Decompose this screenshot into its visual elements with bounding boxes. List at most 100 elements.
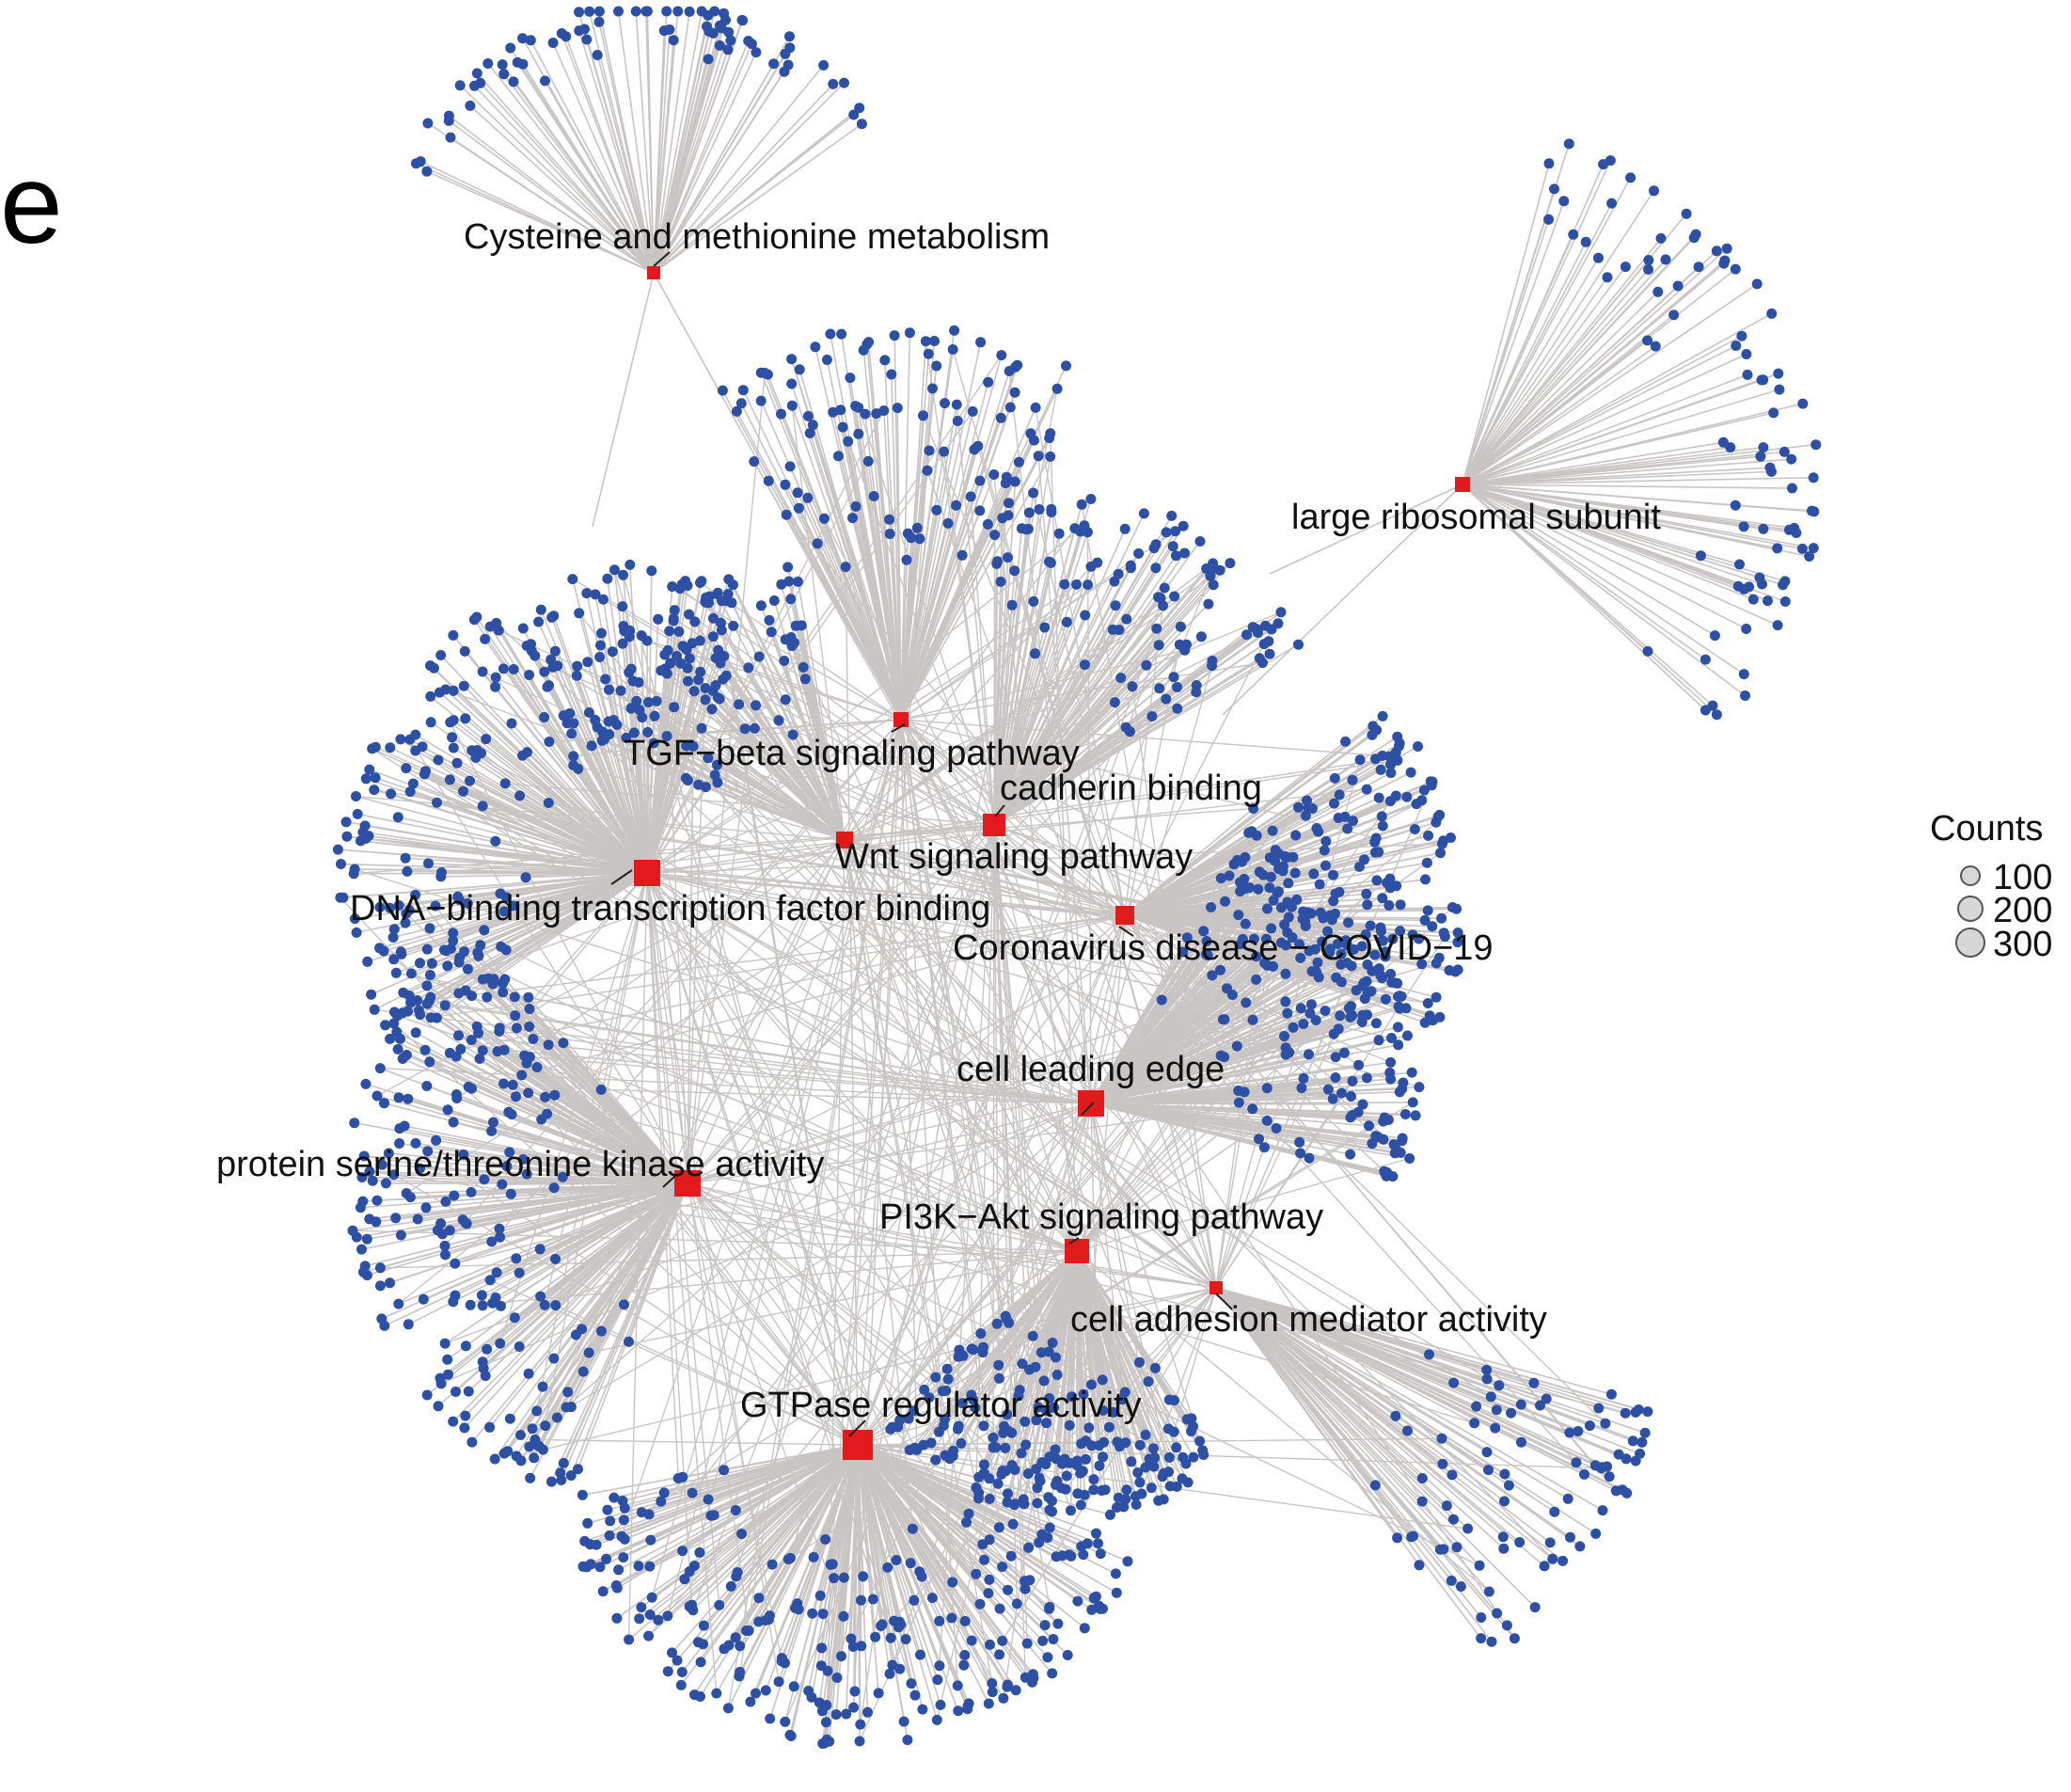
gene-node: [1571, 1457, 1582, 1468]
gene-node: [369, 1004, 380, 1015]
edge: [353, 1229, 1078, 1252]
gene-node: [617, 638, 628, 649]
gene-node: [684, 609, 695, 620]
gene-node: [458, 1149, 469, 1160]
gene-node: [449, 1190, 460, 1201]
edge: [1090, 1102, 1170, 1472]
gene-node: [1179, 547, 1191, 559]
edge: [692, 824, 995, 1610]
gene-node: [1134, 1477, 1146, 1488]
gene-node: [784, 42, 796, 54]
edge: [376, 1182, 688, 1201]
gene-node: [550, 1253, 561, 1264]
gene-node: [984, 1574, 995, 1585]
gene-node: [1253, 883, 1264, 895]
gene-node: [1481, 1364, 1493, 1375]
term-label-cell-leading-edge: cell leading edge: [956, 1050, 1225, 1089]
gene-node: [1235, 886, 1246, 897]
gene-node: [1360, 929, 1371, 940]
gene-node: [942, 517, 954, 529]
gene-node: [1153, 640, 1164, 651]
gene-node: [664, 626, 675, 637]
gene-node: [1004, 1317, 1015, 1328]
edge: [1462, 484, 1793, 489]
gene-node: [364, 1213, 375, 1225]
gene-node: [785, 594, 797, 605]
network-edges: [338, 10, 1816, 1744]
gene-node: [1166, 510, 1178, 521]
gene-node: [684, 653, 695, 664]
gene-node: [1742, 369, 1753, 380]
gene-node: [444, 774, 455, 785]
gene-node: [714, 649, 725, 659]
gene-node: [482, 991, 493, 1003]
gene-node: [624, 559, 636, 570]
gene-node: [394, 1138, 405, 1149]
gene-node: [403, 1093, 414, 1104]
gene-node: [939, 446, 950, 457]
gene-node: [498, 663, 509, 674]
edge: [471, 750, 648, 874]
edge: [653, 82, 846, 274]
gene-node: [1419, 914, 1431, 926]
gene-node: [441, 945, 451, 957]
edge: [857, 1444, 1050, 1499]
edge: [598, 10, 655, 274]
edge: [521, 1074, 688, 1184]
gene-node: [658, 1487, 670, 1499]
gene-node: [1297, 913, 1308, 925]
gene-node: [1294, 939, 1305, 950]
gene-node: [425, 660, 435, 672]
edge: [426, 985, 688, 1184]
edge: [653, 40, 732, 274]
edge: [844, 839, 1209, 957]
gene-node: [1066, 1505, 1076, 1516]
gene-node: [448, 742, 459, 753]
gene-node: [1313, 826, 1324, 837]
gene-node: [1059, 1453, 1070, 1465]
gene-node: [1766, 466, 1777, 477]
gene-node: [1606, 198, 1618, 209]
gene-node: [1259, 958, 1271, 969]
gene-node: [533, 616, 545, 627]
gene-node: [953, 1351, 964, 1362]
gene-node: [1387, 933, 1399, 944]
gene-node: [1397, 1135, 1408, 1147]
edge: [660, 1102, 1092, 1502]
gene-node: [1568, 229, 1579, 240]
edge: [682, 1444, 859, 1552]
gene-node: [490, 681, 501, 692]
gene-node: [959, 1615, 971, 1626]
gene-node: [1437, 1458, 1448, 1469]
gene-node: [1151, 623, 1162, 634]
edge: [424, 1049, 688, 1184]
gene-node: [1711, 246, 1722, 257]
gene-node: [1034, 1537, 1045, 1548]
edge: [1124, 729, 1378, 916]
gene-node: [997, 1562, 1008, 1572]
edge: [646, 600, 723, 874]
edge: [691, 642, 846, 841]
gene-node: [1293, 801, 1304, 813]
edge: [844, 807, 1254, 841]
edge: [1090, 1086, 1419, 1104]
gene-node: [1233, 1097, 1244, 1108]
gene-node: [1503, 1480, 1514, 1491]
edge: [448, 1182, 688, 1375]
gene-node: [1179, 644, 1191, 656]
gene-node: [1027, 1330, 1038, 1341]
edge: [993, 664, 1147, 826]
gene-node: [1045, 428, 1056, 439]
gene-node: [973, 1471, 985, 1483]
gene-node: [1013, 456, 1024, 468]
edge: [993, 824, 1606, 1424]
gene-node: [631, 695, 642, 706]
gene-node: [1385, 1056, 1397, 1068]
gene-node: [1396, 991, 1407, 1002]
gene-node: [1438, 835, 1449, 847]
gene-node: [607, 646, 618, 658]
gene-node: [820, 1534, 831, 1545]
gene-node: [798, 661, 809, 673]
gene-node: [1265, 871, 1276, 882]
term-node: [1209, 1281, 1223, 1294]
